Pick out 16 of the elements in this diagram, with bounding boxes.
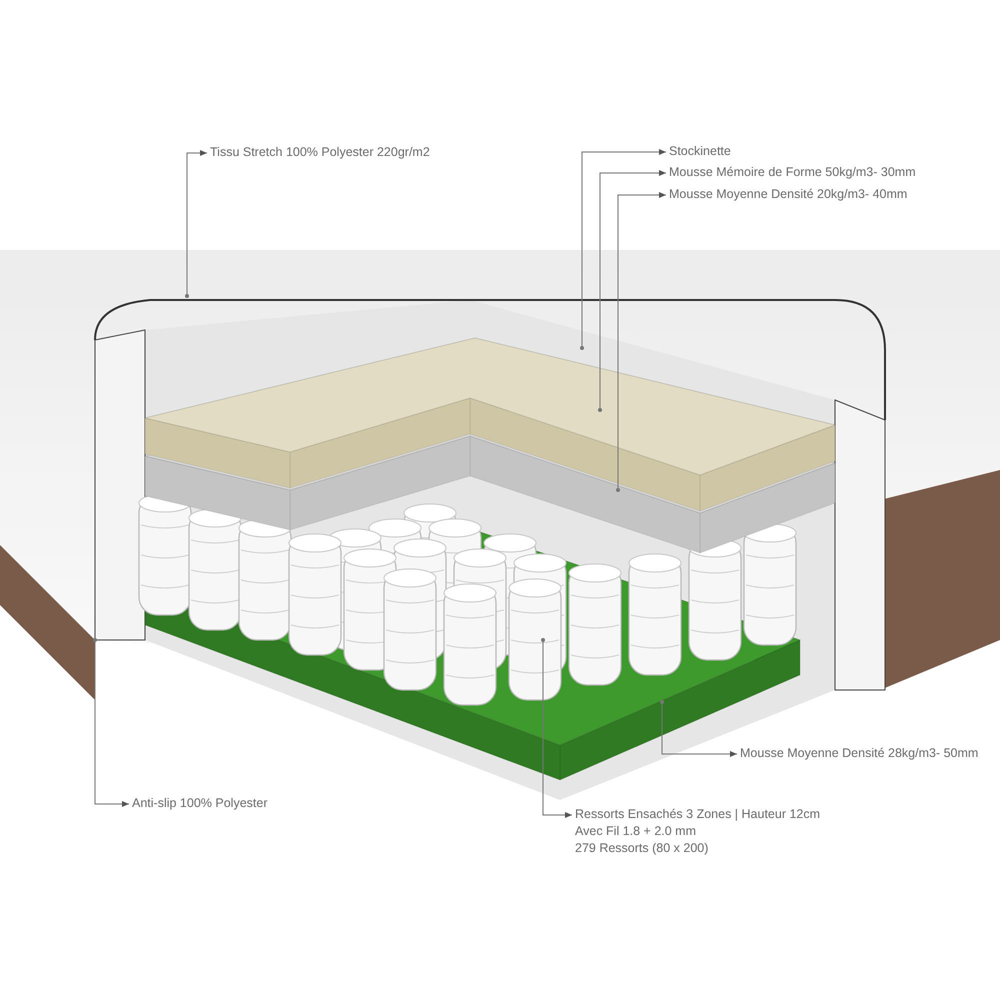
callout-label: Mousse Moyenne Densité 20kg/m3- 40mm [669, 186, 908, 203]
callout-detail: Avec Fil 1.8 + 2.0 mm [575, 823, 697, 840]
callout-label: Stockinette [669, 143, 731, 160]
callout-label: Anti-slip 100% Polyester [132, 795, 268, 812]
callout-label: Ressorts Ensachés 3 Zones | Hauteur 12cm [575, 806, 820, 823]
callout-detail: 279 Ressorts (80 x 200) [575, 840, 710, 857]
leader-line [580, 149, 666, 350]
leader-line [616, 192, 666, 492]
callout-label: Mousse Mémoire de Forme 50kg/m3- 30mm [669, 164, 916, 181]
leader-line [598, 170, 666, 412]
leader-line [185, 150, 208, 298]
callout-label: Mousse Moyenne Densité 28kg/m3- 50mm [740, 745, 978, 762]
leader-line [93, 638, 130, 807]
leader-line [541, 638, 572, 818]
callout-label: Tissu Stretch 100% Polyester 220gr/m2 [210, 144, 430, 161]
leader-line [660, 700, 738, 757]
